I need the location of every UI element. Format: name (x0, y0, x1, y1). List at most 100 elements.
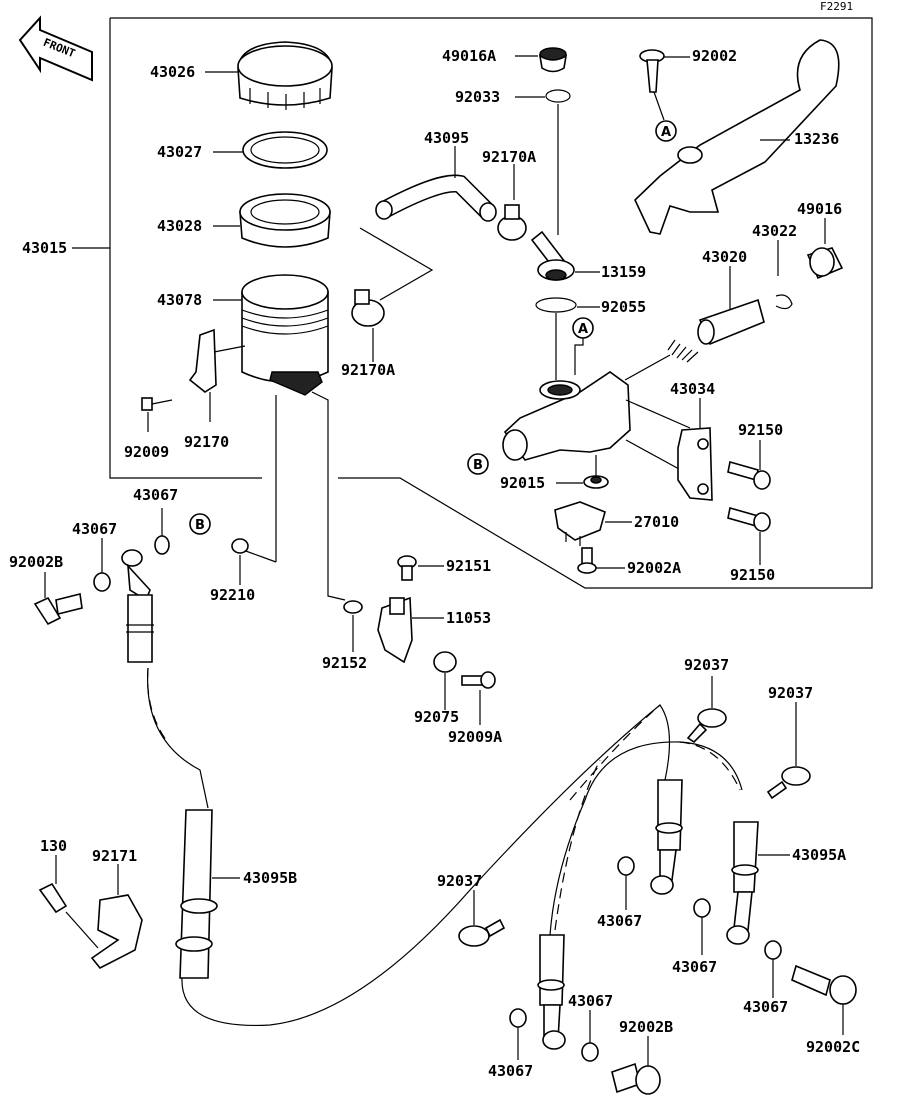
label-92002c: 92002C (806, 1038, 860, 1056)
label-43078: 43078 (157, 291, 202, 309)
label-49016: 49016 (797, 200, 842, 218)
label-92037-b: 92037 (768, 684, 813, 702)
label-43028: 43028 (157, 217, 202, 235)
label-92037-c: 92037 (437, 872, 482, 890)
clamp-bolt-upper (727, 460, 771, 490)
diaphragm-plate (242, 131, 328, 169)
label-43022: 43022 (752, 222, 797, 240)
clamp-92171 (90, 894, 143, 970)
label-43067-top: 43067 (133, 486, 178, 504)
circlip-92033 (545, 89, 571, 103)
label-92170a-top: 92170A (482, 148, 536, 166)
svg-text:A: A (661, 125, 671, 140)
bolt-130 (38, 882, 68, 914)
dust-boot-49016 (806, 247, 844, 280)
washer-43067-c (617, 856, 635, 876)
banjo-bolt-92002c (791, 964, 857, 1005)
reservoir-bracket (188, 328, 246, 393)
label-43095a: 43095A (792, 846, 846, 864)
ref-b-marker: B (467, 453, 489, 475)
label-92009: 92009 (124, 443, 169, 461)
label-11053: 11053 (446, 609, 491, 627)
o-ring-92055 (535, 297, 577, 313)
label-92152: 92152 (322, 654, 367, 672)
screw-92009 (141, 397, 173, 411)
washer-43067-b (154, 535, 170, 555)
label-13159: 13159 (601, 263, 646, 281)
label-43015: 43015 (22, 239, 67, 257)
washer-92152 (343, 600, 363, 614)
banjo-bolt-lower (611, 1062, 661, 1095)
ref-a-upper-marker: A (655, 120, 677, 142)
label-43067-e: 43067 (743, 998, 788, 1016)
reservoir-body (241, 274, 329, 396)
svg-text:B: B (195, 518, 205, 533)
clamp-bolt-lower (727, 506, 771, 532)
label-43034: 43034 (670, 380, 715, 398)
label-27010: 27010 (634, 513, 679, 531)
hose-clamp-upper (497, 204, 527, 241)
label-130: 130 (40, 837, 67, 855)
label-43026: 43026 (150, 63, 195, 81)
washer-43067-f (509, 1008, 527, 1028)
washer-43067-d (693, 898, 711, 918)
brake-lever (634, 39, 840, 235)
clip-43022 (775, 294, 793, 310)
reservoir-hose (375, 174, 497, 222)
screw-92151 (397, 555, 417, 581)
washer-43067-a (93, 572, 111, 592)
label-92075: 92075 (414, 708, 459, 726)
label-43027: 43027 (157, 143, 202, 161)
washer-43067-e (764, 940, 782, 960)
label-92055: 92055 (601, 298, 646, 316)
figure-code: F2291 (820, 0, 853, 13)
label-43095: 43095 (424, 129, 469, 147)
label-43020: 43020 (702, 248, 747, 266)
switch-screw-92002a (577, 547, 597, 574)
screw-92009a (461, 671, 496, 689)
label-92002b-left: 92002B (9, 553, 63, 571)
handlebar-clamp (677, 427, 713, 501)
label-92002a: 92002A (627, 559, 681, 577)
label-92150-lower: 92150 (730, 566, 775, 584)
banjo-fitting-92037-b (766, 766, 811, 800)
label-43067-f: 43067 (488, 1062, 533, 1080)
grommet-92075 (433, 651, 457, 673)
grommet-49016a (538, 47, 568, 73)
svg-text:B: B (473, 458, 483, 473)
hose-43095b-lower (175, 809, 218, 979)
hose-bracket-11053 (377, 596, 413, 664)
banjo-fitting-92037-c (458, 918, 506, 947)
bleeder-cap-92015 (583, 475, 609, 489)
hose-lower-center (537, 934, 566, 1050)
banjo-fitting-92037-a (686, 708, 727, 744)
front-arrow-icon: FRONT (18, 15, 93, 82)
banjo-bolt-left-upper (33, 593, 83, 626)
hose-43095a-right (726, 821, 759, 945)
hose-fitting-13159 (530, 230, 575, 281)
label-92170a-bottom: 92170A (341, 361, 395, 379)
label-13236: 13236 (794, 130, 839, 148)
reservoir-cap (237, 41, 333, 110)
svg-text:A: A (578, 322, 588, 337)
label-92171: 92171 (92, 847, 137, 865)
label-92033: 92033 (455, 88, 500, 106)
label-43067-c: 43067 (597, 912, 642, 930)
ref-b-hose-marker: B (189, 513, 211, 535)
assembly-frame (110, 17, 873, 589)
ref-a-lower-marker: A (572, 317, 594, 339)
label-92002b-lower: 92002B (619, 1018, 673, 1036)
label-92210: 92210 (210, 586, 255, 604)
nut-92210 (231, 538, 249, 554)
brake-light-switch (554, 501, 606, 546)
hose-clamp-lower (351, 289, 385, 327)
piston-assembly (667, 298, 765, 363)
label-43067-g: 43067 (568, 992, 613, 1010)
label-43067-d: 43067 (672, 958, 717, 976)
hose-43095b-upper-fitting (121, 549, 154, 663)
diaphragm (239, 193, 331, 248)
label-92170: 92170 (184, 433, 229, 451)
label-92009a: 92009A (448, 728, 502, 746)
